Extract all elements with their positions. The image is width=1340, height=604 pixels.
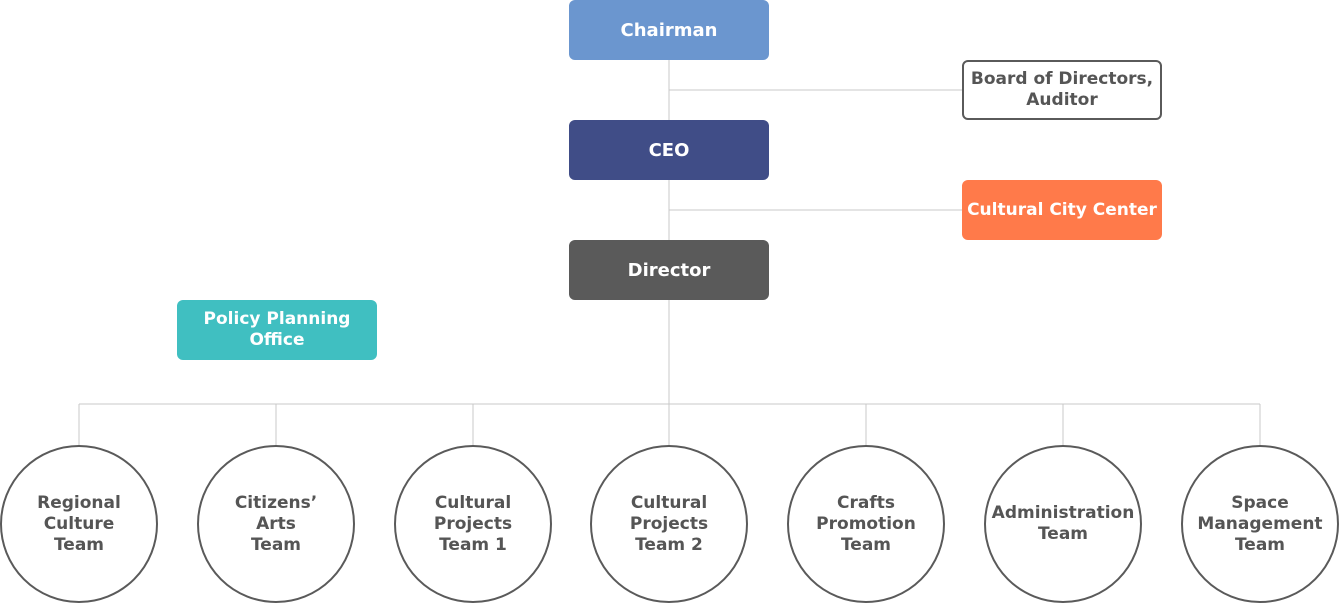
team-circle-space-management: Space Management Team [1181,445,1339,603]
team-label: Administration Team [991,503,1135,544]
team-circle-citizens-arts: Citizens’ Arts Team [197,445,355,603]
board-label: Board of Directors, Auditor [970,69,1154,110]
chairman-label: Chairman [620,19,718,41]
team-circle-cultural-projects-1: Cultural Projects Team 1 [394,445,552,603]
director-label: Director [627,259,711,281]
cultural-city-center-box: Cultural City Center [962,180,1162,240]
team-circle-regional-culture: Regional Culture Team [0,445,158,603]
team-circle-administration: Administration Team [984,445,1142,603]
team-circle-cultural-projects-2: Cultural Projects Team 2 [590,445,748,603]
chairman-box: Chairman [569,0,769,60]
team-label: Crafts Promotion Team [816,492,916,555]
team-label: Cultural Projects Team 2 [629,492,709,555]
policy-planning-office-box: Policy Planning Office [177,300,377,360]
board-of-directors-box: Board of Directors, Auditor [962,60,1162,120]
team-label: Regional Culture Team [37,492,121,555]
team-label: Cultural Projects Team 1 [433,492,513,555]
policy-label: Policy Planning Office [203,309,351,350]
center-label: Cultural City Center [967,199,1157,220]
team-circle-crafts-promotion: Crafts Promotion Team [787,445,945,603]
team-label: Citizens’ Arts Team [234,492,318,555]
ceo-label: CEO [648,139,690,161]
team-label: Space Management Team [1197,492,1323,555]
ceo-box: CEO [569,120,769,180]
director-box: Director [569,240,769,300]
